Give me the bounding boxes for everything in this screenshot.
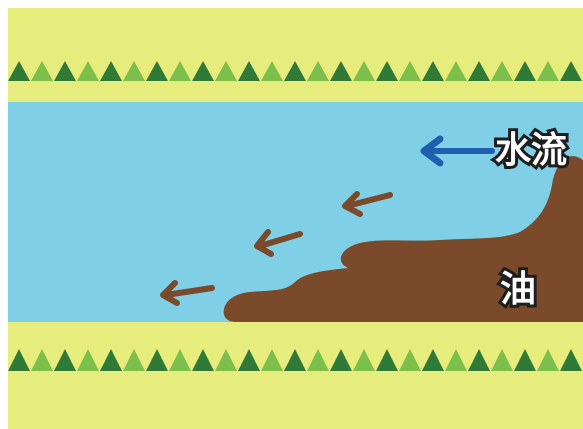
top-riverbank [8,8,583,103]
oil-label-wrap: 油 油 [500,272,536,308]
oil-label: 油 [500,269,536,310]
water-flow-label: 水流 [495,130,567,171]
water-flow-label-wrap: 水流 水流 [495,133,567,169]
bottom-riverbank [8,322,583,429]
